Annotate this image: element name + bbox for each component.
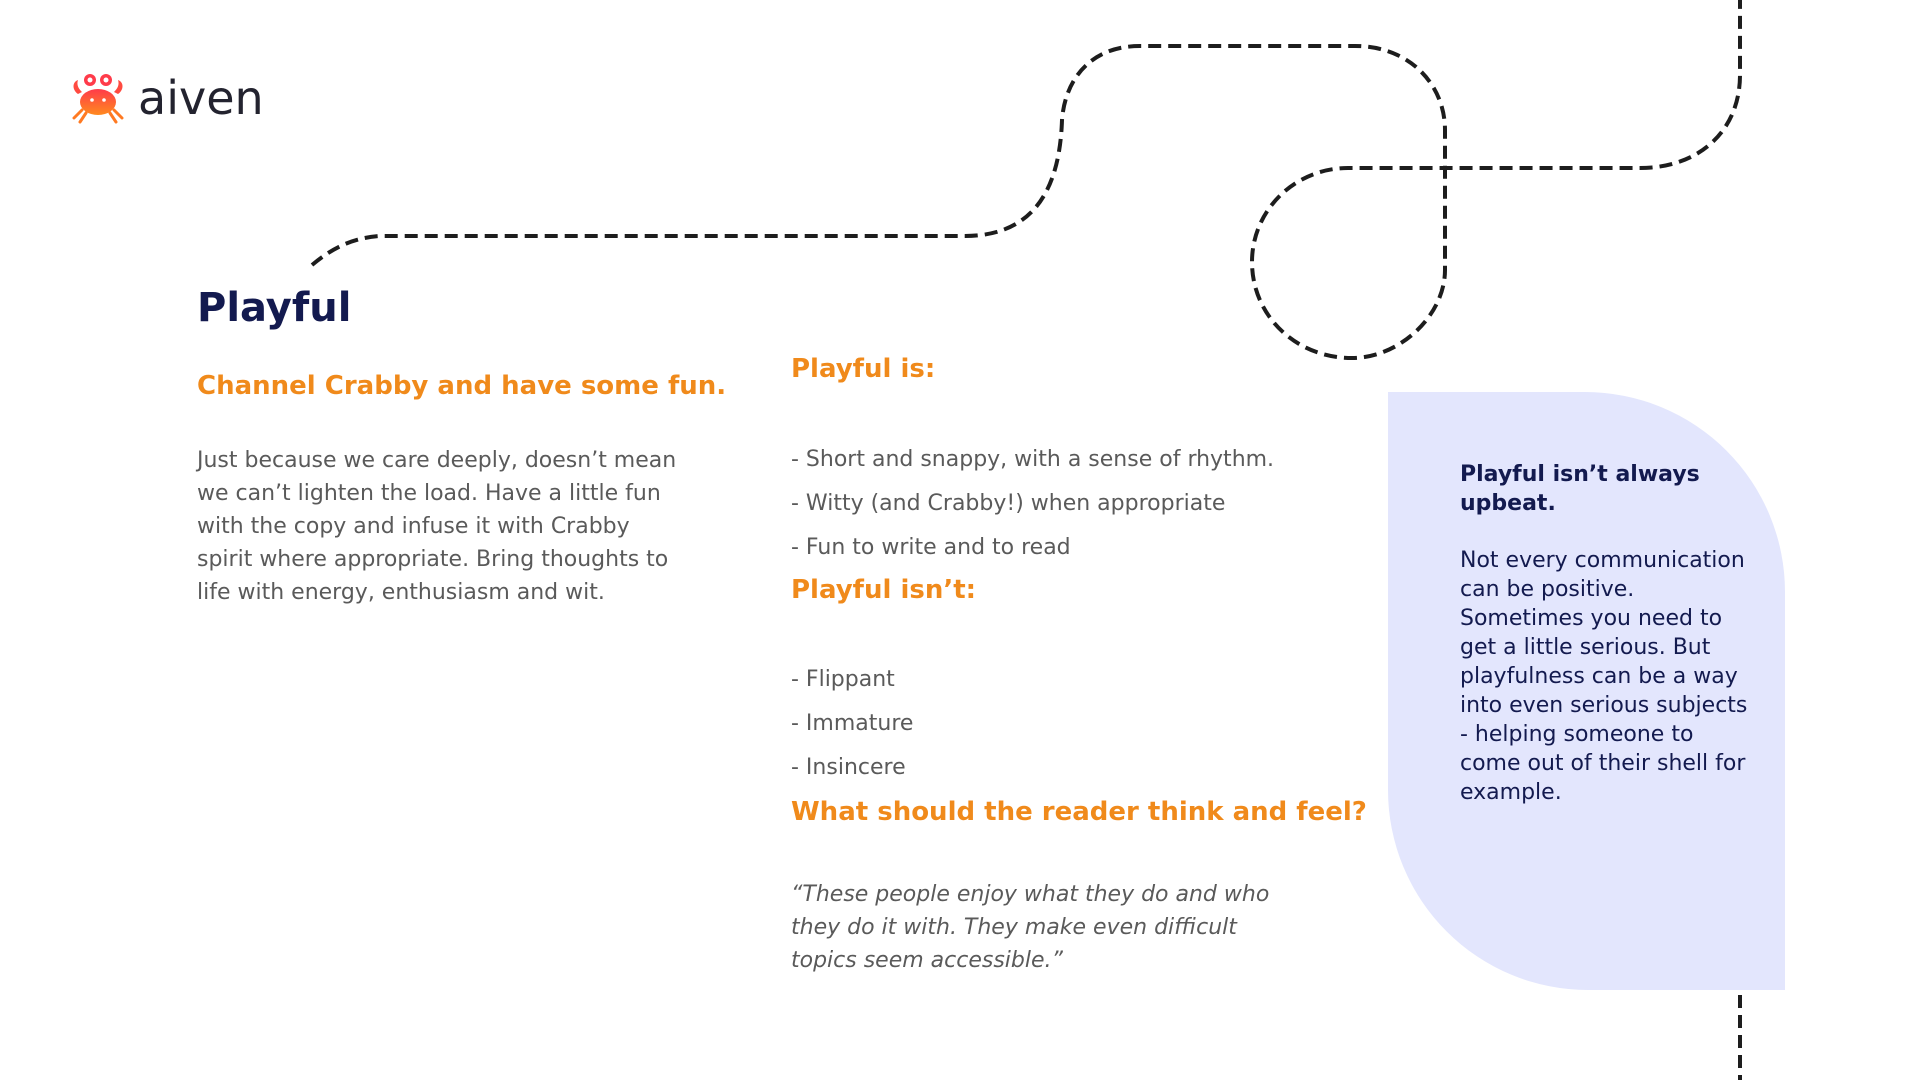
playful-isnt-list: - Flippant - Immature - Insincere (791, 663, 913, 795)
list-item: - Fun to write and to read (791, 535, 1071, 560)
callout-title: Playful isn’t always upbeat. (1460, 462, 1700, 516)
playful-isnt-heading: Playful isn’t: (791, 575, 977, 605)
page-subtitle: Channel Crabby and have some fun. (197, 371, 727, 401)
list-item: - Immature (791, 711, 914, 736)
reader-quote: “These people enjoy what they do and who… (791, 882, 1270, 973)
callout-body: Not every communication can be positive.… (1460, 548, 1748, 805)
list-item: - Witty (and Crabby!) when appropriate (791, 491, 1226, 516)
list-item: - Flippant (791, 667, 895, 692)
brand-logo[interactable]: aiven (70, 72, 264, 124)
list-item: - Short and snappy, with a sense of rhyt… (791, 447, 1275, 472)
playful-is-heading: Playful is: (791, 354, 936, 384)
page-title: Playful (197, 285, 352, 331)
playful-is-list: - Short and snappy, with a sense of rhyt… (791, 443, 1274, 575)
crab-icon (72, 74, 124, 124)
list-item: - Insincere (791, 755, 906, 780)
intro-paragraph: Just because we care deeply, doesn’t mea… (197, 448, 677, 605)
reader-feel-heading: What should the reader think and feel? (791, 797, 1367, 827)
brand-wordmark: aiven (138, 71, 264, 125)
callout-panel (1388, 392, 1785, 990)
